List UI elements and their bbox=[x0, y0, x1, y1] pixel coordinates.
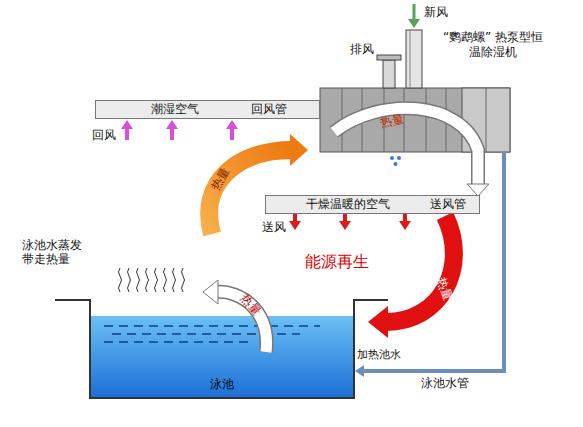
node-text: 潮湿空气 bbox=[151, 102, 199, 117]
return-air-duct: 潮湿空气 回风管 bbox=[95, 100, 320, 119]
arrow-head bbox=[355, 365, 364, 377]
pipe-label: 泳池水管 bbox=[420, 376, 470, 390]
energy-regeneration: 能源再生 bbox=[305, 252, 369, 272]
node-text: 回风管 bbox=[251, 102, 287, 117]
supply-air-duct: 干燥温暖的空气 送风管 bbox=[265, 195, 480, 214]
supply-air-label: 送风 bbox=[262, 220, 286, 234]
return-air-label: 回风 bbox=[92, 128, 116, 142]
node-text: “鹦鹉螺” 热泵型恒温除湿机 bbox=[440, 30, 546, 60]
node-text: 干燥温暖的空气 bbox=[306, 197, 390, 212]
exhaust-label: 排风 bbox=[350, 42, 374, 56]
heat-pump-unit: “鹦鹉螺” 热泵型恒温除湿机 bbox=[320, 88, 510, 152]
water-pipe bbox=[363, 152, 504, 371]
fresh-air-label: 新风 bbox=[424, 5, 448, 19]
heat-water-label: 加热池水 bbox=[357, 348, 401, 362]
swimming-pool: 泳池 bbox=[90, 300, 354, 398]
node-text: 送风管 bbox=[430, 197, 466, 212]
evaporation-note: 泳池水蒸发带走热量 bbox=[22, 238, 84, 266]
node-text: 泳池 bbox=[90, 377, 354, 392]
